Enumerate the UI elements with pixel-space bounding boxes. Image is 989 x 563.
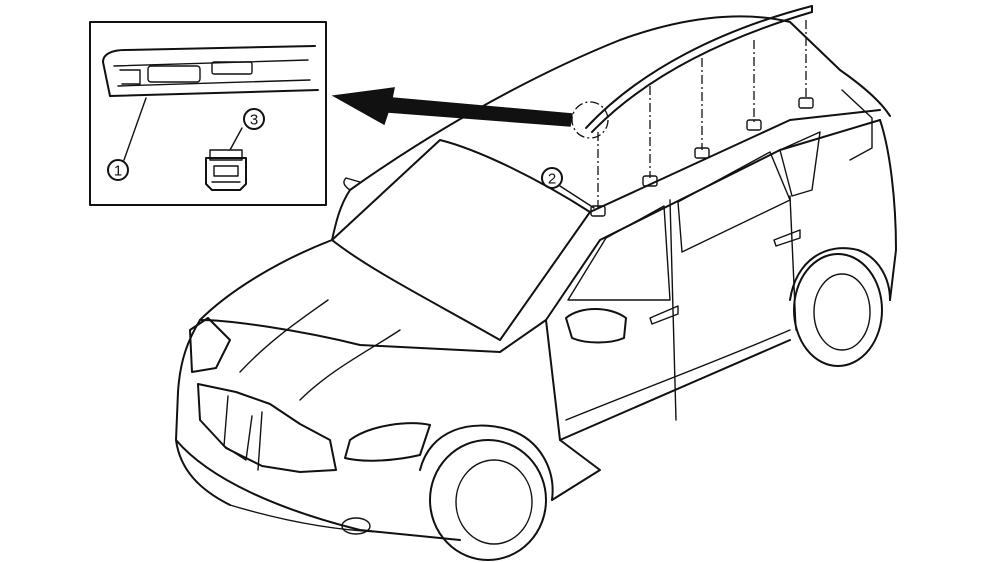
- clip: [798, 97, 814, 109]
- callout-1-label: 1: [114, 163, 122, 180]
- roof-molding: [585, 5, 813, 133]
- callout-1: 1: [107, 159, 129, 181]
- callout-3-leader: [229, 127, 243, 151]
- clip: [694, 147, 710, 159]
- callout-2-leader: [559, 185, 595, 209]
- vehicle: [175, 15, 897, 561]
- detail-magnify-circle: [571, 101, 609, 139]
- clip: [746, 119, 762, 131]
- callout-1-leader: [123, 97, 147, 161]
- callout-3: 3: [243, 108, 265, 130]
- detail-arrow: [331, 87, 573, 127]
- clip-detail: [205, 149, 247, 191]
- detail-inset-frame: [89, 21, 327, 206]
- rear-wheel: [793, 253, 883, 367]
- clip-alignment-lines: [597, 20, 807, 208]
- detail-inset: [89, 21, 327, 206]
- roof-molding-end-detail: [102, 45, 319, 97]
- callout-2-label: 2: [548, 171, 556, 188]
- callout-3-label: 3: [250, 112, 258, 129]
- front-wheel: [429, 439, 547, 561]
